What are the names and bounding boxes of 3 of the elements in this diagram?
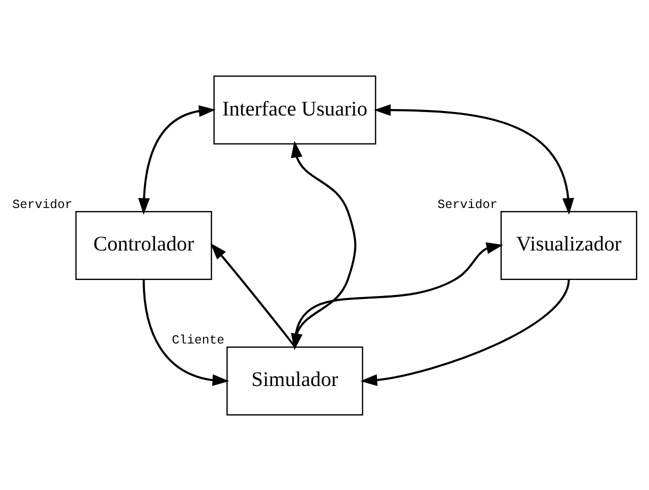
node-label: Servidor <box>12 198 72 212</box>
node-label: Servidor <box>438 198 498 212</box>
node-label: Cliente <box>172 333 224 348</box>
